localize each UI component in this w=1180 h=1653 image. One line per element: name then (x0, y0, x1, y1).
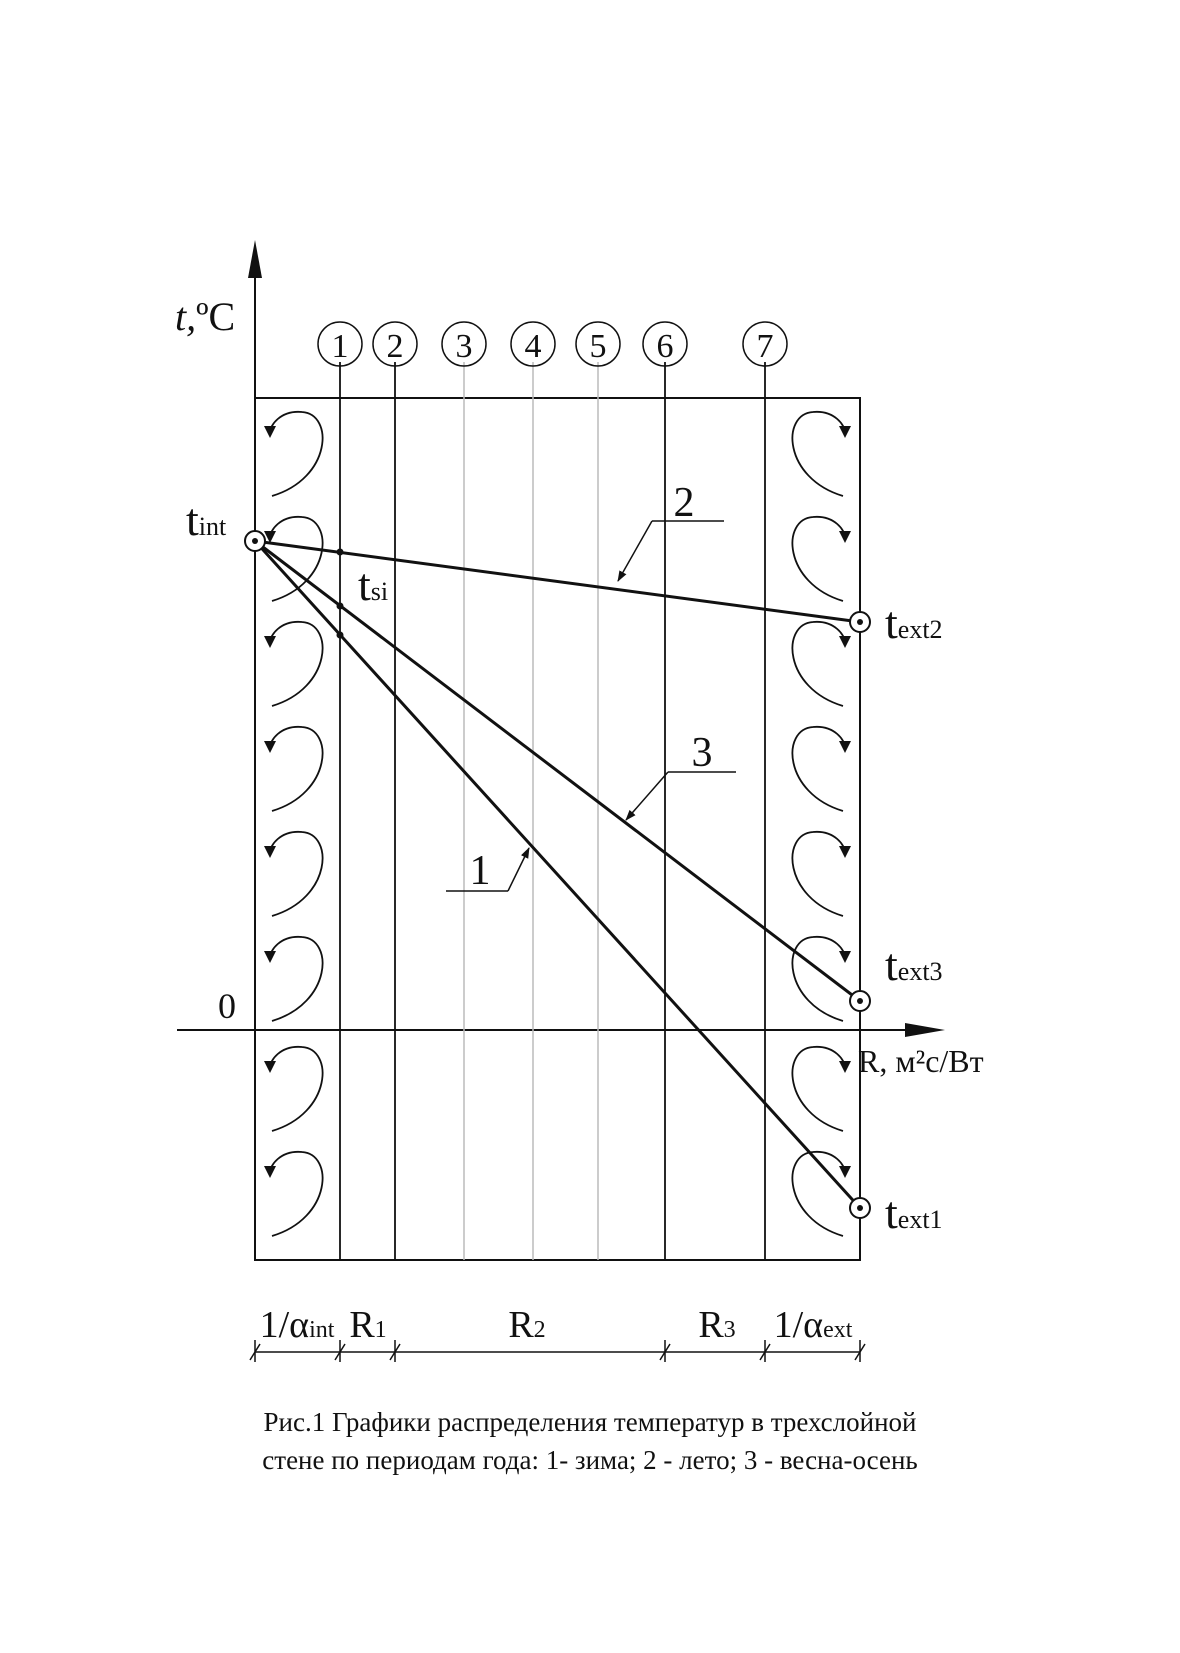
plane-marker-1 (317, 321, 363, 367)
plane-markers: 1 2 3 4 5 6 7 (317, 321, 788, 367)
line-label-spring-autumn: 3 (625, 730, 736, 821)
temperature-line-summer (254, 539, 861, 624)
convection-swirl (269, 726, 324, 812)
convection-swirl (791, 1151, 846, 1237)
plane-marker-6 (642, 321, 688, 367)
plane-marker-label: 7 (757, 328, 774, 365)
t-ext2-label: text2 (885, 597, 943, 648)
leader-arrow (617, 520, 653, 582)
leader-arrow (625, 771, 669, 821)
line-label-text: 1 (470, 848, 491, 894)
plane-marker-2 (372, 321, 418, 367)
plane-marker-label: 5 (590, 328, 607, 365)
convection-arrowhead (839, 1166, 851, 1178)
convection-arrowhead (839, 531, 851, 543)
caption-line-2: стене по периодам года: 1- зима; 2 - лет… (262, 1445, 918, 1475)
plane-marker-label: 4 (525, 328, 542, 365)
line-label-winter: 1 (446, 847, 530, 894)
origin-label: 0 (218, 986, 236, 1026)
convection-arrowhead (839, 846, 851, 858)
convection-swirl (269, 831, 324, 917)
dimension-label-inner-surface: 1/αint (260, 1304, 335, 1346)
convection-arrowhead (264, 1061, 276, 1073)
convection-arrowhead (839, 636, 851, 648)
resistance-dimension-line: 1/αint R1 R2 R3 1/αext (249, 1304, 866, 1362)
plane-marker-label: 3 (456, 328, 473, 365)
convection-arrowhead (264, 951, 276, 963)
convection-swirl (269, 1151, 324, 1237)
layer-planes (339, 362, 766, 1260)
dimension-label-r2: R2 (508, 1304, 545, 1346)
convection-arrowhead (264, 741, 276, 753)
convection-swirl (791, 726, 846, 812)
convection-arrowhead (264, 846, 276, 858)
wall-outline (254, 397, 861, 1261)
dimension-slash (389, 1343, 401, 1361)
dimension-label-r3: R3 (698, 1304, 735, 1346)
temperature-line-winter (253, 539, 862, 1210)
t-ext3-label: text3 (885, 939, 943, 990)
convection-arrowhead (264, 531, 276, 543)
convection-arrowhead (839, 951, 851, 963)
x-axis-label: R, м²с/Вт (858, 1043, 984, 1079)
t-ext2-marker-dot (857, 619, 863, 625)
dimension-label-r1: R1 (349, 1304, 386, 1346)
plane-marker-5 (575, 321, 621, 367)
convection-swirl (269, 621, 324, 707)
t-ext3-marker-dot (857, 998, 863, 1004)
surface-point-spring-autumn (336, 602, 344, 610)
convection-swirl (791, 936, 846, 1022)
plane-marker-7 (742, 321, 788, 367)
plane-marker-label: 2 (387, 328, 404, 365)
leader-arrow (507, 847, 530, 892)
plane-marker-label: 1 (332, 328, 349, 365)
convection-swirl (791, 516, 846, 602)
dimension-slash (659, 1343, 671, 1361)
figure-caption: Рис.1 Графики распределения температур в… (0, 1403, 1180, 1479)
y-axis-arrow (248, 240, 262, 278)
convection-swirl (791, 831, 846, 917)
dimension-slash (854, 1343, 866, 1361)
convection-arrowhead (264, 636, 276, 648)
dimension-label-outer-surface: 1/αext (774, 1304, 853, 1346)
convection-arrowhead (839, 1061, 851, 1073)
convection-arrowhead (839, 426, 851, 438)
plane-marker-4 (510, 321, 556, 367)
convection-swirl (791, 621, 846, 707)
t-si-label: tsi (358, 559, 388, 610)
y-axis-label: t,ºC (175, 294, 235, 339)
t-ext1-marker-dot (857, 1205, 863, 1211)
convection-swirl (791, 1046, 846, 1132)
t-int-label: tint (186, 494, 227, 545)
convection-swirl (269, 411, 324, 497)
t-ext1-label: text1 (885, 1187, 943, 1238)
line-label-summer: 2 (617, 480, 724, 582)
temperature-line-spring-autumn (254, 539, 861, 1003)
convection-arrowhead (264, 426, 276, 438)
dimension-slash (249, 1343, 261, 1361)
convection-arrowhead (839, 741, 851, 753)
exterior-convection-arrows (791, 411, 851, 1237)
dimension-slash (334, 1343, 346, 1361)
surface-point-winter (336, 631, 344, 639)
caption-line-1: Рис.1 Графики распределения температур в… (263, 1407, 917, 1437)
dimension-slash (759, 1343, 771, 1361)
line-label-text: 3 (692, 730, 713, 776)
convection-arrowhead (264, 1166, 276, 1178)
convection-swirl (269, 936, 324, 1022)
line-label-text: 2 (674, 480, 695, 526)
surface-point-summer (336, 548, 344, 556)
t-int-marker-dot (252, 538, 258, 544)
interior-convection-arrows (264, 411, 324, 1237)
convection-swirl (791, 411, 846, 497)
convection-swirl (269, 1046, 324, 1132)
plane-marker-3 (441, 321, 487, 367)
plane-marker-label: 6 (657, 328, 674, 365)
x-axis-arrow (905, 1023, 945, 1037)
